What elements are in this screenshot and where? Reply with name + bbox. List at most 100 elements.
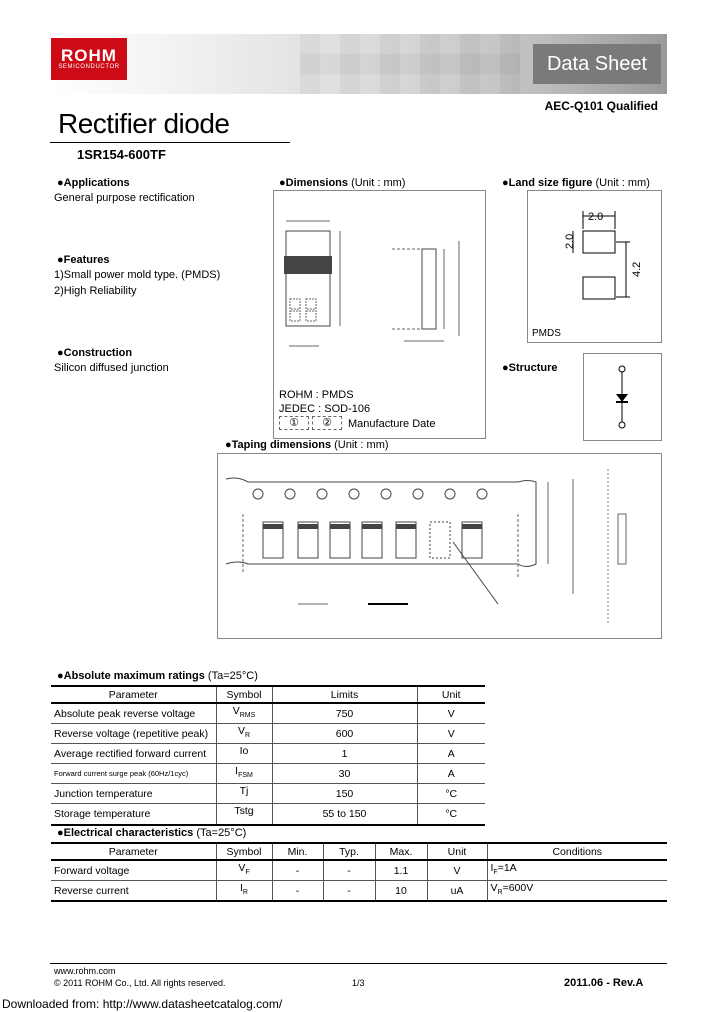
dimensions-figure: ROHM : PMDS JEDEC : SOD-106 ① ② Manufact…: [273, 190, 486, 439]
symbol-cell: VF: [215, 860, 272, 882]
param-cell: Absolute peak reverse voltage: [51, 703, 216, 725]
page-title: Rectifier diode: [58, 108, 230, 139]
col-header: Limits: [271, 685, 417, 704]
table-row: Average rectified forward current Io 1 A: [51, 743, 485, 765]
unit-cell: V: [416, 723, 485, 745]
col-header: Symbol: [215, 842, 272, 861]
table-header-row: Parameter Symbol Limits Unit: [51, 685, 485, 704]
feature-item: 1)Small power mold type. (PMDS): [54, 269, 221, 281]
structure-heading: ●Structure: [502, 362, 558, 374]
limit-cell: 55 to 150: [271, 803, 417, 826]
land-size-package: PMDS: [532, 328, 561, 339]
dimensions-heading: ●Dimensions (Unit : mm): [279, 177, 406, 189]
symbol-cell: IR: [215, 880, 272, 903]
footer-divider: [50, 963, 667, 964]
col-header: Conditions: [486, 842, 667, 861]
table-row: Reverse current IR - - 10 uA VR=600V: [51, 880, 667, 903]
symbol-cell: Io: [215, 743, 272, 765]
min-cell: -: [271, 860, 323, 882]
table-row: Reverse voltage (repetitive peak) VR 600…: [51, 723, 485, 745]
typ-cell: -: [322, 880, 375, 903]
dimensions-drawing: [284, 220, 460, 347]
package-jedec: JEDEC : SOD-106: [279, 403, 371, 415]
symbol-cell: VR: [215, 723, 272, 745]
land-size-heading: ●Land size figure (Unit : mm): [502, 177, 650, 189]
land-dim-pitch: 4.2: [631, 262, 643, 277]
limit-cell: 1: [271, 743, 417, 765]
abs-max-heading: ●Absolute maximum ratings (Ta=25°C): [57, 670, 258, 682]
elec-table: Parameter Symbol Min. Typ. Max. Unit Con…: [51, 842, 667, 903]
structure-figure: [583, 353, 662, 441]
unit-cell: °C: [416, 803, 485, 826]
param-cell: Junction temperature: [51, 783, 216, 805]
applications-heading: ●Applications: [57, 177, 130, 189]
diode-symbol: [616, 365, 628, 429]
package-rohm: ROHM : PMDS: [279, 389, 354, 401]
footer-copyright: © 2011 ROHM Co., Ltd. All rights reserve…: [54, 978, 226, 988]
col-header: Min.: [271, 842, 323, 861]
footer-url[interactable]: www.rohm.com: [54, 966, 116, 976]
download-watermark[interactable]: Downloaded from: http://www.datasheetcat…: [2, 997, 283, 1011]
land-dim-height: 2.0: [564, 234, 576, 249]
param-cell: Average rectified forward current: [51, 743, 216, 765]
limit-cell: 750: [271, 703, 417, 725]
col-header: Max.: [374, 842, 427, 861]
land-dim-width: 2.0: [588, 211, 603, 223]
limit-cell: 150: [271, 783, 417, 805]
table-row: Forward current surge peak (60Hz/1cyc) I…: [51, 763, 485, 785]
table-row: Absolute peak reverse voltage VRMS 750 V: [51, 703, 485, 725]
max-cell: 10: [374, 880, 427, 903]
elec-heading: ●Electrical characteristics (Ta=25°C): [57, 827, 247, 839]
title-divider: [50, 142, 290, 143]
col-header: Typ.: [322, 842, 375, 861]
col-header: Parameter: [51, 842, 216, 861]
table-header-row: Parameter Symbol Min. Typ. Max. Unit Con…: [51, 842, 667, 861]
param-cell: Reverse current: [51, 880, 216, 903]
mark-2: ②: [312, 416, 342, 430]
features-heading: ●Features: [57, 254, 110, 266]
revision-label: 2011.06 - Rev.A: [564, 977, 644, 989]
unit-cell: °C: [416, 783, 485, 805]
abs-max-table: Parameter Symbol Limits Unit Absolute pe…: [51, 685, 485, 826]
symbol-cell: VRMS: [215, 703, 272, 725]
rohm-logo: ROHM SEMICONDUCTOR: [51, 38, 127, 80]
typ-cell: -: [322, 860, 375, 882]
conditions-cell: IF=1A: [486, 860, 667, 882]
page-number: 1/3: [352, 978, 365, 988]
param-cell: Forward current surge peak (60Hz/1cyc): [51, 763, 216, 785]
feature-item: 2)High Reliability: [54, 285, 137, 297]
param-cell: Storage temperature: [51, 803, 216, 826]
unit-cell: A: [416, 763, 485, 785]
table-row: Forward voltage VF - - 1.1 V IF=1A: [51, 860, 667, 882]
col-header: Unit: [416, 685, 485, 704]
taping-drawing: [225, 469, 627, 624]
conditions-cell: VR=600V: [486, 880, 667, 903]
unit-cell: uA: [426, 880, 487, 903]
symbol-cell: Tj: [215, 783, 272, 805]
col-header: Parameter: [51, 685, 216, 704]
applications-text: General purpose rectification: [54, 192, 195, 204]
taping-heading: ●Taping dimensions (Unit : mm): [225, 439, 389, 451]
col-header: Symbol: [215, 685, 272, 704]
col-header: Unit: [426, 842, 487, 861]
header-pattern: [300, 34, 520, 94]
table-row: Junction temperature Tj 150 °C: [51, 783, 485, 805]
construction-heading: ●Construction: [57, 347, 133, 359]
manufacture-date-label: Manufacture Date: [348, 418, 436, 430]
param-cell: Reverse voltage (repetitive peak): [51, 723, 216, 745]
taping-figure: [217, 453, 662, 639]
construction-text: Silicon diffused junction: [54, 362, 169, 374]
doc-type-badge: Data Sheet: [533, 44, 661, 84]
logo-subtext: SEMICONDUCTOR: [58, 64, 120, 70]
unit-cell: V: [416, 703, 485, 725]
unit-cell: A: [416, 743, 485, 765]
mark-1: ①: [279, 416, 309, 430]
land-size-drawing: 2.0 2.0 4.2: [564, 211, 643, 300]
symbol-cell: Tstg: [215, 803, 272, 826]
unit-cell: V: [426, 860, 487, 882]
limit-cell: 600: [271, 723, 417, 745]
symbol-cell: IFSM: [215, 763, 272, 785]
part-number: 1SR154-600TF: [77, 147, 166, 162]
qualification-label: AEC-Q101 Qualified: [544, 99, 658, 113]
logo-text: ROHM: [61, 46, 117, 65]
